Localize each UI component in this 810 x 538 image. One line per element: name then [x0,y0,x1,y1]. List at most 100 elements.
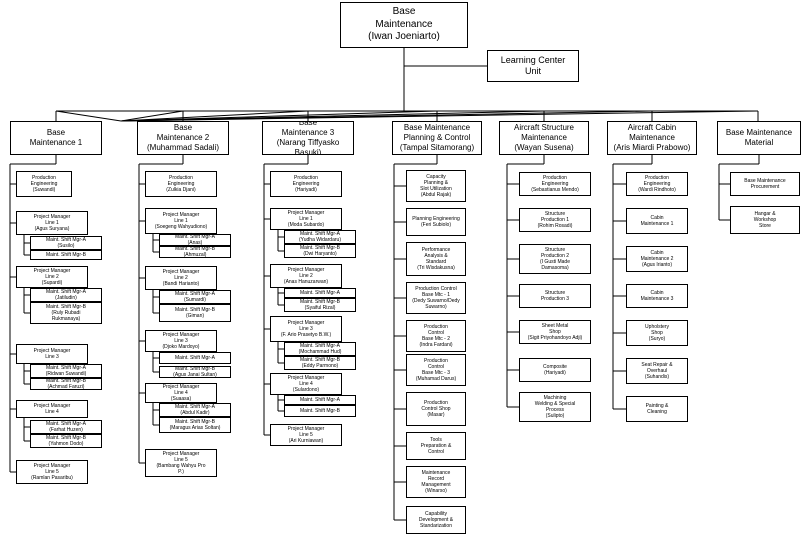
capability-development-box-text: Development & [418,517,454,523]
project-manager-line-5-box-text: Line 5 [174,457,188,463]
shift-mgr-b-box: Maint. Shift Mgr-B [30,250,102,260]
shift-mgr-a-box: Maint. Shift Mgr-A [284,395,356,405]
planning-engineering-box-text: Planning Engineering [412,216,460,222]
shift-mgr-a-box-text: Maint. Shift Mgr-A [299,290,340,296]
dept-base-maintenance-3-box-text: Base [298,121,318,127]
project-manager-line-1-box-text: Project Manager [287,210,325,216]
production-control-mtc-3-box-text: (Muhamad Darus) [415,376,457,382]
machining-welding-box-text: Process [545,407,565,413]
shift-mgr-a-box: Maint. Shift Mgr-A(Jatiludin) [30,288,102,302]
maintenance-record-box-text: (Winarso) [425,488,447,494]
shift-mgr-b-box: Maint. Shift Mgr-B(Ahmuzal) [159,246,231,258]
project-manager-line-5-box-text: (Ari Kurniawan) [288,438,324,444]
hangar-workshop-store-box-text: Hangar & [754,211,776,217]
structure-production-3-box-text: Production 3 [540,296,570,302]
shift-mgr-b-box: Maint. Shift Mgr-B(Giman) [159,304,231,322]
dept-aircraft-cabin-box-text: Maintenance [629,133,675,142]
shift-mgr-a-box-text: Maint. Shift Mgr-A [45,237,86,243]
dept-base-maintenance-2-box-text: Base [173,123,193,132]
production-control-mtc-1-box-text: Base Mtc - 1 [421,292,451,298]
seat-repair-box: Seat Repair &Overhaul(Suhandis) [626,358,688,384]
shift-mgr-b-box: Maint. Shift Mgr-B [284,405,356,417]
capability-development-box-text: Capability [425,511,447,517]
shift-mgr-b-box: Maint. Shift Mgr-B(Dwi Haryanto) [284,244,356,258]
production-control-mtc-2-box-text: (Indra Fardani) [419,342,453,348]
production-engineering-box-text: (Wardi Rindhoto) [638,187,676,193]
dept-base-maintenance-3-box-text: Basuki) [294,148,322,155]
shift-mgr-b-box-text: (Dwi Haryanto) [303,251,337,257]
learning-center-box-text: Unit [524,66,541,76]
project-manager-line-3-box-text: Project Manager [33,348,71,354]
shift-mgr-b-box-text: Rukmanaya) [51,316,81,322]
project-manager-line-2-box-text: Project Manager [33,268,71,274]
project-manager-line-1-box-text: (Soegeng Wahyudiono) [154,224,208,230]
learning-center-box-text: Learning Center [500,54,566,65]
planning-engineering-box-text: (Feri Subiolo) [420,222,451,228]
project-manager-line-4-box-text: Project Manager [162,384,200,390]
shift-mgr-b-box-text: Maint. Shift Mgr-B [45,435,86,441]
structure-production-1-box-text: (Rohim Rosadi) [537,223,573,229]
shift-mgr-a-box-text: Maint. Shift Mgr-A [174,355,215,361]
project-manager-line-5-box-text: Line 5 [45,469,59,475]
connector-line [120,110,309,122]
structure-production-2-box-text: (I Gusti Made [539,259,570,265]
hangar-workshop-store-box-text: Workshop [753,217,777,223]
project-manager-line-1-box-text: Project Manager [162,212,200,218]
shift-mgr-a-box: Maint. Shift Mgr-A(Susilo) [30,236,102,250]
production-control-shop-box-text: (Masar) [427,412,445,418]
shift-mgr-a-box: Maint. Shift Mgr-A(Abdul Kadir) [159,403,231,417]
shift-mgr-b-box-text: Maint. Shift Mgr-B [299,245,340,251]
project-manager-line-2-box-text: Project Manager [162,269,200,275]
painting-cleaning-box-text: Cleaning [647,409,667,415]
project-manager-line-5-box-text: P.) [178,469,184,475]
capacity-planning-box-text: Capacity [426,174,446,180]
production-engineering-box-text: (Zulkia Djani) [166,187,196,193]
maintenance-record-box-text: Management [421,482,451,488]
shift-mgr-a-box: Maint. Shift Mgr-A [159,352,231,364]
project-manager-line-1-box-text: Project Manager [33,214,71,220]
cabin-maintenance-1-box-text: Cabin [650,215,664,221]
shift-mgr-b-box-text: Maint. Shift Mgr-B [174,307,215,313]
painting-cleaning-box: Painting &Cleaning [626,396,688,422]
structure-production-1-box-text: Production 1 [540,217,570,223]
capacity-planning-box-text: (Abdul Rajak) [420,192,452,198]
composite-box-text: (Hariyadi) [544,370,566,376]
shift-mgr-a-box-text: Maint. Shift Mgr-A [299,397,340,403]
project-manager-line-2-box-text: (Supardi) [41,280,63,286]
dept-base-maintenance-3-box-text: (Narang Tiffyasko [276,138,340,147]
shift-mgr-b-box: Maint. Shift Mgr-B(Agus Janai Sultan) [159,366,231,378]
shift-mgr-b-box-text: (Eddy Parmono) [301,363,339,369]
dept-base-maintenance-2-box-text: (Muhammad Sadali) [146,143,220,152]
project-manager-line-4-box-text: Line 4 [299,381,313,387]
project-manager-line-5-box-text: Line 5 [299,432,313,438]
production-control-shop-box-text: Control Shop [421,406,451,412]
shift-mgr-b-box-text: Maint. Shift Mgr-B [174,246,215,252]
shift-mgr-b-box-text: (Achmad Faruzi) [47,384,85,390]
shift-mgr-a-box-text: Maint. Shift Mgr-A [45,421,86,427]
connector-line [55,110,122,122]
tools-preparation-box-text: Tools [430,437,442,443]
production-control-mtc-2-box-text: Base Mtc - 2 [421,336,451,342]
project-manager-line-1-box-text: Line 1 [45,220,59,226]
project-manager-line-4-box-text: Project Manager [33,403,71,409]
upholstery-shop-box-text: Shop [651,330,663,336]
project-manager-line-2-box-text: Project Manager [287,267,325,273]
painting-cleaning-box-text: Painting & [645,403,669,409]
shift-mgr-b-box-text: Maint. Shift Mgr-B [174,419,215,425]
